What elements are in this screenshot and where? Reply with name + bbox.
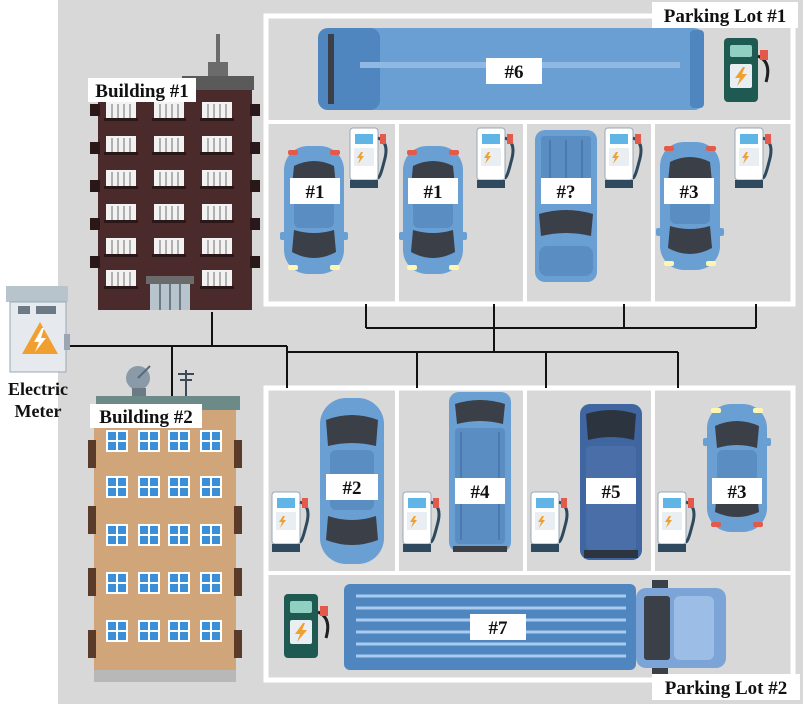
building-1-label-box (88, 78, 196, 102)
lot1-car-3-label: #? (557, 182, 576, 203)
parking-lot-2-label-box (652, 674, 800, 700)
lot2-car-3: #5 (580, 404, 642, 560)
building-2 (88, 365, 242, 682)
truck-7-label: #7 (489, 618, 509, 639)
meter-label-line1: Electric (8, 379, 68, 399)
lot1-car-1-label: #1 (306, 182, 325, 203)
parking-lot-1-label-box (652, 2, 798, 28)
building-2-label-box (90, 404, 202, 428)
building-1 (90, 34, 260, 310)
parking-lot-2-label: Parking Lot #2 (665, 678, 787, 699)
lot2-car-2-label: #4 (471, 482, 491, 503)
lot1-car-2-label: #1 (424, 182, 443, 203)
meter-label-line2: Meter (15, 401, 62, 421)
parking-lot-2 (263, 385, 796, 683)
truck-7: #7 (344, 580, 726, 676)
building-1-label: Building #1 (95, 81, 188, 102)
electric-meter (6, 286, 70, 373)
lot2-car-1: #2 (320, 398, 384, 564)
lot1-car-2: #1 (399, 146, 467, 274)
lot2-car-4: #3 (703, 404, 771, 532)
bolt-icon (34, 328, 46, 352)
building-2-label: Building #2 (99, 407, 192, 428)
bus-6: #6 (318, 28, 704, 110)
power-wiring (70, 304, 757, 396)
lot1-car-1: #1 (280, 146, 348, 274)
bus-6-tag (486, 58, 542, 84)
parking-lot-1-label: Parking Lot #1 (664, 6, 786, 27)
lot2-car-1-label: #2 (343, 478, 362, 499)
lot1-car-4-label: #3 (680, 182, 699, 203)
bus-6-label: #6 (505, 62, 524, 83)
lot1-car-4: #3 (656, 142, 724, 270)
lot1-car-3: #? (535, 130, 597, 282)
parking-lot-1 (263, 13, 796, 307)
lot2-car-2: #4 (448, 391, 512, 553)
lot2-car-4-label: #3 (728, 482, 747, 503)
lot2-car-3-label: #5 (602, 482, 621, 503)
